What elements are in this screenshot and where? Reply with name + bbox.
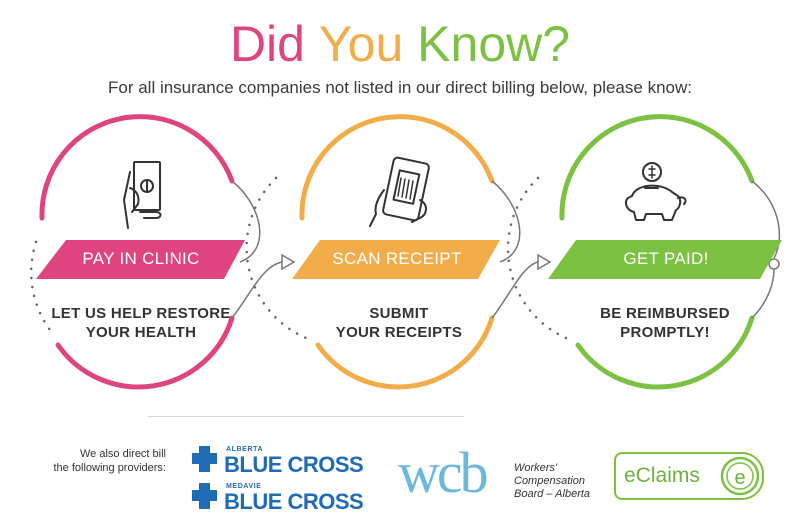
- eclaims-logo-text: eClaims: [624, 464, 700, 487]
- page-subtitle: For all insurance companies not listed i…: [108, 78, 692, 97]
- step-circle-pay: [29, 114, 296, 390]
- hand-holding-cash-icon: [123, 161, 162, 229]
- medavie-cross-icon: [192, 483, 217, 509]
- wcb-subtitle: Workers' Compensation Board – Alberta: [514, 462, 591, 500]
- step-banner-pay-in-clinic: PAY IN CLINIC: [82, 249, 200, 268]
- page-title: Did You Know?: [0, 14, 800, 74]
- step-circle-scan: [245, 114, 552, 390]
- section-divider: [148, 416, 464, 417]
- phone-scanning-receipt-icon: [369, 156, 430, 227]
- step-circle-paid: [506, 114, 782, 390]
- step-banner-scan-receipt: SCAN RECEIPT: [332, 249, 462, 268]
- wcb-logo: wcb: [398, 440, 489, 505]
- step-text-pay: LET US HELP RESTORE YOUR HEALTH: [51, 305, 231, 341]
- providers-note: We also direct bill the following provid…: [53, 448, 166, 474]
- svg-text:e: e: [734, 467, 745, 489]
- step-text-scan: SUBMIT YOUR RECEIPTS: [335, 305, 463, 341]
- medavie-blue-cross-logo: MEDAVIE BLUE CROSS: [224, 483, 364, 514]
- title-you: You: [318, 16, 404, 72]
- alberta-cross-icon: [192, 446, 217, 472]
- eclaims-logo: eClaims: [614, 452, 764, 500]
- step-banner-get-paid: GET PAID!: [623, 249, 709, 268]
- step-text-paid: BE REIMBURSED PROMPTLY!: [600, 305, 730, 341]
- piggy-bank-coin-icon: [625, 162, 687, 221]
- title-know: Know?: [417, 16, 571, 72]
- alberta-blue-cross-logo: ALBERTA BLUE CROSS: [224, 446, 364, 477]
- title-did: Did: [229, 16, 305, 72]
